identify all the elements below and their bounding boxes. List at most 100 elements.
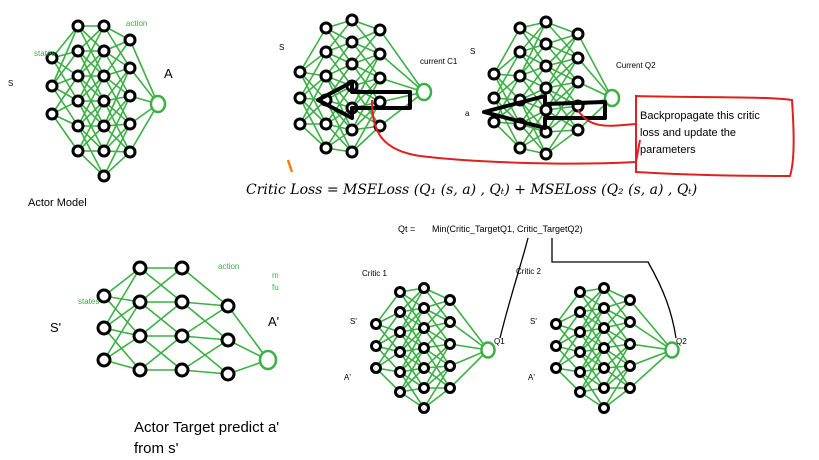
network-edge	[351, 29, 381, 65]
network-edge	[139, 335, 183, 371]
network-node	[373, 23, 387, 37]
network-output-node	[603, 88, 621, 108]
network-edge	[555, 291, 581, 325]
orange-mark	[286, 159, 294, 173]
network-node	[71, 94, 85, 108]
network-edge	[545, 21, 579, 59]
network-node	[624, 316, 636, 328]
actor-target-caption-line2: from s'	[134, 440, 179, 457]
network-node	[513, 21, 527, 35]
network-edge	[423, 343, 451, 389]
critic2-backprop-arrow	[482, 94, 607, 130]
network-node	[571, 51, 585, 65]
network-node	[97, 169, 111, 183]
network-edge	[103, 267, 141, 329]
network-edge	[325, 41, 353, 77]
network-edge	[103, 95, 131, 127]
network-edge	[519, 21, 547, 53]
network-edge	[449, 299, 489, 351]
critic-target2-title: Critic 2	[516, 267, 541, 276]
network-edge	[423, 327, 451, 367]
network-node	[418, 322, 430, 334]
network-edge	[555, 331, 581, 369]
network-edge	[103, 75, 131, 125]
network-edge	[77, 75, 105, 127]
network-edge	[351, 41, 381, 79]
network-edge	[103, 123, 131, 177]
critic-target1-output: Q1	[494, 337, 505, 346]
backprop-note-line1: Backpropagate this critic	[640, 110, 760, 122]
network-edge	[103, 295, 141, 337]
network-node	[220, 366, 236, 382]
network-edge	[103, 267, 141, 297]
network-edge	[351, 19, 381, 55]
network-node	[97, 144, 111, 158]
network-edge	[449, 349, 489, 389]
network-edge	[51, 75, 79, 115]
network-edge	[545, 43, 579, 83]
critic1-output-label: current C1	[420, 57, 458, 66]
actor-target-side-fu: fu	[272, 283, 279, 292]
network-node	[71, 119, 85, 133]
network-edge	[545, 129, 579, 155]
network-node	[574, 386, 586, 398]
network-node	[444, 360, 456, 372]
network-nodes	[550, 282, 680, 414]
network-edge	[423, 287, 451, 323]
network-output-node	[415, 82, 433, 102]
actor-action-label: action	[126, 19, 147, 28]
network-edge	[51, 50, 79, 87]
network-node	[418, 402, 430, 414]
network-node	[394, 366, 406, 378]
network-node	[539, 37, 553, 51]
critic-target1-input-s: S'	[350, 317, 357, 326]
network-edge	[519, 87, 547, 125]
actor-target-network	[96, 260, 278, 382]
network-edge	[375, 291, 401, 325]
network-node	[539, 147, 553, 161]
network-edge	[603, 347, 631, 389]
qt-to-q2-line	[551, 238, 677, 339]
network-edge	[519, 123, 547, 155]
network-node	[539, 59, 553, 73]
network-edge	[423, 365, 451, 409]
network-nodes	[487, 15, 621, 161]
network-node	[174, 362, 190, 378]
network-edge	[545, 33, 579, 89]
network-node	[220, 332, 236, 348]
actor-states-label: states	[34, 49, 55, 58]
network-edge	[399, 307, 425, 353]
network-node	[97, 69, 111, 83]
network-node	[97, 44, 111, 58]
network-node	[513, 69, 527, 83]
network-edge	[103, 67, 131, 102]
network-node	[45, 79, 59, 93]
network-node	[418, 382, 430, 394]
network-node	[373, 95, 387, 109]
network-edge	[299, 71, 327, 125]
qt-label: Qt =	[398, 224, 415, 234]
network-node	[624, 382, 636, 394]
network-node	[123, 145, 137, 159]
network-node	[598, 302, 610, 314]
network-edge	[51, 57, 79, 102]
network-edge	[603, 321, 631, 349]
critic-target1-title: Critic 1	[362, 269, 387, 278]
network-node	[394, 306, 406, 318]
network-node	[345, 123, 359, 137]
actor-input-label: S	[8, 79, 13, 88]
network-edge	[545, 57, 579, 89]
backprop-note-line2: loss and update the	[640, 127, 736, 139]
critic-loss-formula: Critic Loss = MSELoss (Q₁ (s, a) , Qₜ) +…	[246, 182, 697, 198]
network-node	[71, 19, 85, 33]
network-edge	[181, 301, 229, 307]
network-edge	[77, 25, 105, 77]
network-node	[444, 316, 456, 328]
actor-target-input-label: S'	[50, 320, 61, 335]
network-edge	[325, 85, 353, 125]
critic-target2-input-a: A'	[528, 373, 535, 382]
network-edge	[299, 51, 327, 99]
network-node	[487, 115, 501, 129]
network-node	[598, 382, 610, 394]
network-edge	[423, 321, 451, 349]
